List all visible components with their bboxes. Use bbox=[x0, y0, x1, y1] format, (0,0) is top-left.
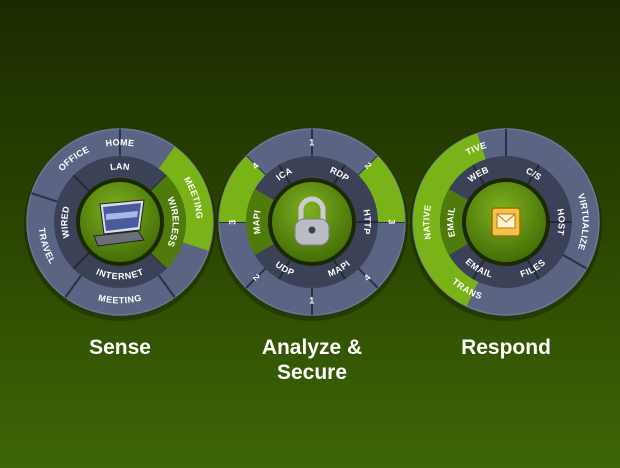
middle-label-analyze: HTTP bbox=[361, 209, 372, 236]
highlight-middle-segment bbox=[151, 175, 186, 269]
outer-label-analyze: 4 bbox=[362, 272, 373, 283]
middle-label-sense: WIRELESS bbox=[165, 195, 180, 248]
outlook-app-icon bbox=[491, 207, 521, 237]
caption-analyze-secure: Analyze & Secure bbox=[261, 336, 363, 384]
highlight-outer-segment-right bbox=[358, 156, 405, 222]
outer-label-sense: HOME bbox=[105, 137, 135, 148]
caption-sense: Sense bbox=[89, 336, 151, 359]
highlight-middle-segment bbox=[440, 189, 468, 255]
middle-label-sense: INTERNET bbox=[95, 267, 146, 282]
outer-label-respond-highlight: NATIVE bbox=[421, 204, 433, 241]
middle-divider bbox=[150, 252, 168, 270]
outer-divider bbox=[562, 254, 588, 270]
outer-label-analyze: 1 bbox=[309, 137, 314, 147]
middle-label-analyze: MAPI bbox=[251, 209, 262, 235]
outer-label-sense: MEETING bbox=[97, 293, 142, 306]
outer-label-analyze: 2 bbox=[251, 272, 262, 283]
middle-divider bbox=[72, 252, 90, 270]
outer-divider bbox=[357, 267, 379, 289]
highlight-outer-segment bbox=[158, 146, 213, 251]
middle-divider bbox=[72, 174, 90, 192]
middle-divider bbox=[333, 164, 346, 185]
highlight-middle-segment bbox=[246, 189, 274, 255]
middle-divider bbox=[472, 164, 485, 185]
outer-label-analyze: 4 bbox=[250, 160, 261, 171]
outer-label-analyze: 3 bbox=[387, 219, 397, 224]
highlight-outer-segment bbox=[413, 133, 486, 307]
middle-label-sense: WIRED bbox=[59, 205, 71, 239]
outer-divider bbox=[64, 274, 83, 298]
middle-divider bbox=[278, 164, 291, 185]
outer-label-analyze: 1 bbox=[309, 295, 314, 305]
outer-divider bbox=[31, 192, 58, 203]
outer-label-analyze: 2 bbox=[363, 160, 374, 171]
middle-divider bbox=[333, 259, 346, 280]
middle-label-sense: LAN bbox=[109, 161, 130, 172]
laptop-icon bbox=[93, 199, 145, 247]
outer-label-analyze: 3 bbox=[227, 219, 237, 224]
middle-divider bbox=[527, 164, 540, 185]
middle-divider bbox=[278, 259, 291, 280]
outer-divider bbox=[245, 267, 267, 289]
caption-respond: Respond bbox=[461, 336, 551, 359]
outer-divider bbox=[157, 274, 176, 298]
middle-label-respond: HOST bbox=[555, 208, 567, 237]
middle-label-respond: EMAIL bbox=[445, 206, 457, 238]
middle-divider bbox=[527, 259, 540, 280]
middle-divider bbox=[472, 259, 485, 280]
padlock-icon bbox=[294, 196, 330, 246]
outer-label-respond: VIRTUALIZE bbox=[576, 192, 591, 252]
highlight-outer-segment-left bbox=[219, 156, 266, 222]
